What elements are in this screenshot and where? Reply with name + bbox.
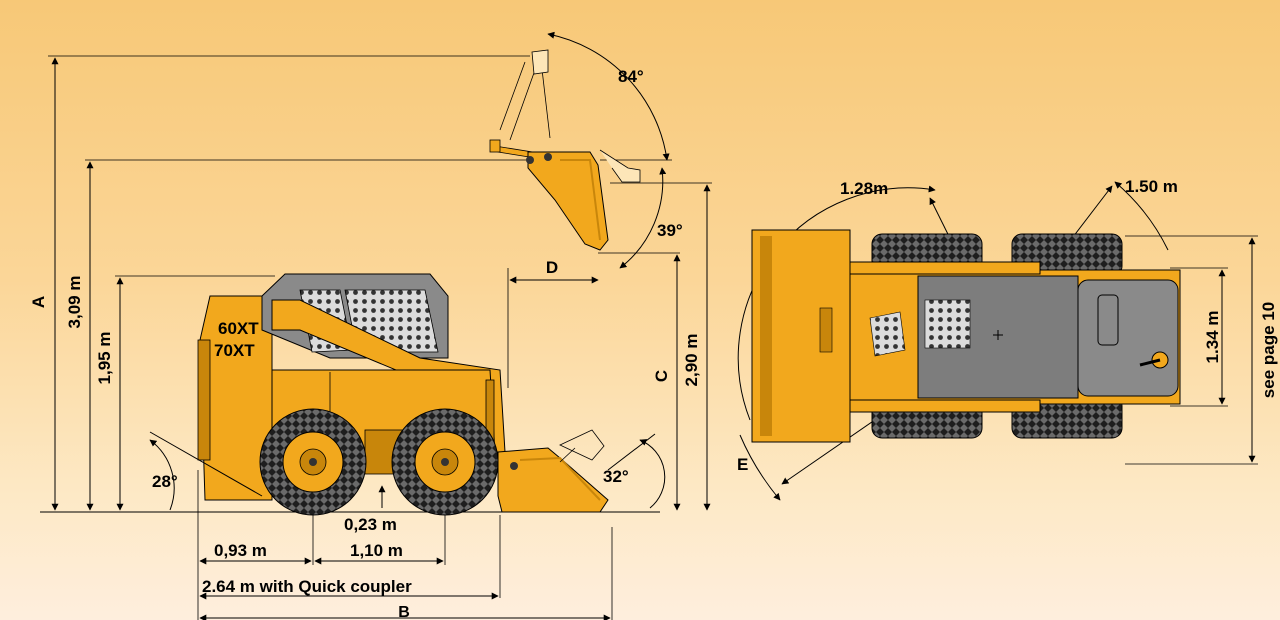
label-32: 32° bbox=[603, 467, 629, 486]
slope-line-32 bbox=[607, 433, 656, 471]
label-195: 1,95 m bbox=[95, 332, 114, 385]
label-A: A bbox=[29, 296, 48, 308]
arc-32 bbox=[639, 439, 666, 509]
bucket-lip bbox=[760, 236, 772, 436]
model-label-60xt: 60XT bbox=[218, 319, 259, 338]
label-39: 39° bbox=[657, 221, 683, 240]
label-clearance: 0,23 m bbox=[344, 515, 397, 534]
model-label-70xt: 70XT bbox=[214, 341, 255, 360]
raised-bucket-outline bbox=[499, 49, 641, 183]
label-D: D bbox=[546, 258, 558, 277]
roof-grille bbox=[924, 299, 971, 349]
label-28: 28° bbox=[152, 472, 178, 491]
label-C: C bbox=[652, 370, 671, 382]
label-093: 0,93 m bbox=[214, 541, 267, 560]
arc-turning-rear bbox=[1114, 181, 1169, 251]
arc-E bbox=[739, 434, 781, 501]
label-264-quick-coupler: 2.64 m with Quick coupler bbox=[202, 577, 412, 596]
side-view: A 3,09 m 1,95 m C 2,90 m D 84° 39° bbox=[29, 31, 712, 620]
arc-84 bbox=[547, 31, 670, 161]
label-128: 1.28m bbox=[840, 179, 888, 198]
label-150: 1.50 m bbox=[1125, 177, 1178, 196]
loader-arm-left bbox=[829, 261, 1041, 275]
front-grille bbox=[869, 311, 906, 357]
label-309: 3,09 m bbox=[65, 276, 84, 329]
front-wheel bbox=[391, 408, 499, 516]
dumping-bucket bbox=[489, 139, 609, 251]
label-84: 84° bbox=[618, 67, 644, 86]
label-see-page-10: see page 10 bbox=[1259, 302, 1278, 398]
hood-vent bbox=[1097, 294, 1119, 346]
label-B: B bbox=[398, 604, 410, 620]
loader-arm-right bbox=[829, 399, 1041, 413]
rear-wheel bbox=[259, 408, 367, 516]
label-290: 2,90 m bbox=[682, 334, 701, 387]
label-110: 1,10 m bbox=[350, 541, 403, 560]
arc-28 bbox=[149, 439, 175, 511]
skid-steer-side: 60XT 70XT bbox=[197, 273, 609, 516]
label-134: 1.34 m bbox=[1203, 311, 1222, 364]
label-E: E bbox=[737, 455, 748, 474]
engine-hood bbox=[1077, 279, 1179, 397]
slope-line-28 bbox=[149, 431, 263, 497]
quick-coupler bbox=[819, 307, 833, 353]
exhaust-pipe bbox=[1139, 358, 1161, 367]
turning-center-mark bbox=[993, 330, 1003, 340]
arc-39 bbox=[619, 167, 667, 269]
top-view: 1.28m 1.50 m E 1. bbox=[737, 177, 1278, 501]
